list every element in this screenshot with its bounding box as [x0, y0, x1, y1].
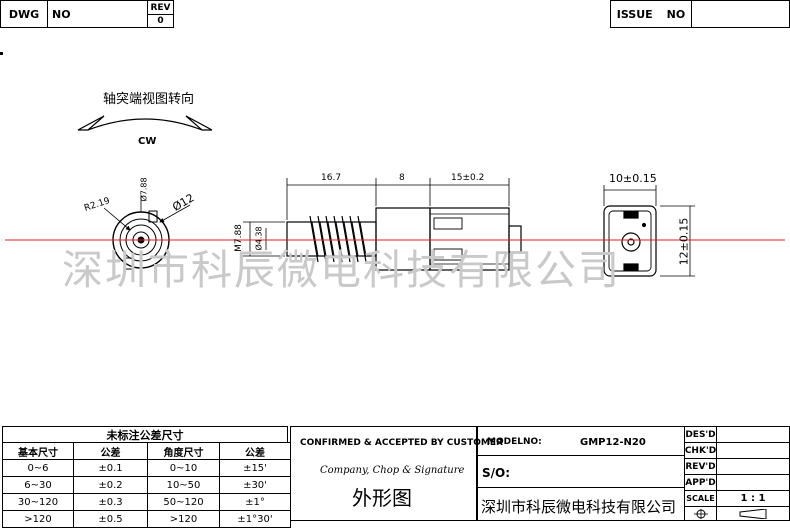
des-cell: DES'D [684, 426, 717, 443]
so-label: S/O: [482, 466, 511, 480]
model-label: MODELNO: [487, 437, 542, 447]
rev-value-sign [716, 458, 790, 475]
tol-header-basic: 基本尺寸 [2, 442, 74, 460]
tol-cell: 0~10 [147, 459, 220, 477]
tol-cell: ±1° [219, 493, 291, 511]
des-value [716, 426, 790, 443]
tol-cell: 0~6 [2, 459, 74, 477]
scale-label: SCALE [684, 490, 717, 507]
dwg-label: DWG [8, 7, 40, 21]
app-cell: APP'D [684, 474, 717, 491]
tol-cell: ±0.1 [73, 459, 148, 477]
issue-label: ISSUE [616, 7, 653, 21]
chk-value [716, 442, 790, 459]
model-value: GMP12-N20 [580, 437, 646, 448]
table-row: 30~120 ±0.3 50~120 ±1° [2, 493, 291, 511]
tol-cell: ±1°30' [219, 510, 291, 528]
tol-header-angle: 角度尺寸 [147, 442, 220, 460]
projection-shape-cell [716, 506, 790, 521]
projection-cone-icon [739, 508, 767, 519]
tolerance-table: 基本尺寸 公差 角度尺寸 公差 0~6 ±0.1 0~10 ±15' 6~30 … [2, 442, 291, 528]
company-name: 深圳市科辰微电科技有限公司 [481, 498, 677, 516]
issue-no: NO [666, 7, 686, 21]
drawing-name: 外形图 [352, 486, 412, 510]
dim-8: 8 [399, 173, 405, 183]
table-row: 0~6 ±0.1 0~10 ±15' [2, 459, 291, 477]
tolerance-title: 未标注公差尺寸 [2, 426, 288, 443]
scale-value: 1 : 1 [716, 490, 790, 507]
dim-16-7: 16.7 [321, 173, 342, 183]
tol-cell: >120 [2, 510, 74, 528]
confirm-signature: Company, Chop & Signature [320, 465, 465, 476]
rev-cell: REV'D [684, 458, 717, 475]
tol-cell: ±30' [219, 476, 291, 494]
dim-15: 15±0.2 [451, 173, 485, 183]
issue-cell: ISSUE NO [610, 0, 692, 28]
dim-10: 10±0.15 [609, 172, 657, 185]
tol-cell: >120 [147, 510, 220, 528]
rev-label: REV [150, 2, 171, 13]
shaft-view-caption: 轴突端视图转向 [103, 92, 195, 107]
dim-m788: M7.88 [233, 224, 244, 252]
table-row: 6~30 ±0.2 10~50 ±30' [2, 476, 291, 494]
dwg-no: NO [52, 7, 71, 21]
rotation-arc [77, 115, 213, 131]
app-value [716, 474, 790, 491]
projection-icon [693, 508, 708, 519]
dim-12: 12±0.15 [677, 217, 691, 266]
tol-cell: ±0.2 [73, 476, 148, 494]
tol-header-tol1: 公差 [73, 442, 148, 460]
tol-cell: ±15' [219, 459, 291, 477]
tol-cell: 10~50 [147, 476, 220, 494]
rev-value-cell: 0 [147, 14, 174, 28]
so-divider [477, 487, 685, 488]
motor-drawing [5, 115, 785, 277]
confirm-title: CONFIRMED & ACCEPTED BY CUSTOMER [300, 438, 503, 448]
tol-cell: ±0.5 [73, 510, 148, 528]
tol-cell: 30~120 [2, 493, 74, 511]
table-row: >120 ±0.5 >120 ±1°30' [2, 510, 291, 528]
projection-symbol-cell [684, 506, 717, 521]
tol-cell: 50~120 [147, 493, 220, 511]
side-dimensions [243, 178, 695, 277]
rear-view [603, 205, 657, 277]
tol-cell: ±0.3 [73, 493, 148, 511]
rotation-label: CW [138, 136, 157, 147]
tol-cell: 6~30 [2, 476, 74, 494]
side-view [286, 207, 522, 271]
rev-value: 0 [157, 16, 164, 26]
tol-header-tol2: 公差 [219, 442, 291, 460]
tolerance-header-row: 基本尺寸 公差 角度尺寸 公差 [2, 442, 291, 460]
chk-cell: CHK'D [684, 442, 717, 459]
margin-tick [0, 52, 3, 55]
dim-phi438: Ø4.38 [254, 226, 264, 251]
dim-phi788-end: Ø7.88 [139, 177, 149, 202]
model-divider [477, 455, 685, 456]
